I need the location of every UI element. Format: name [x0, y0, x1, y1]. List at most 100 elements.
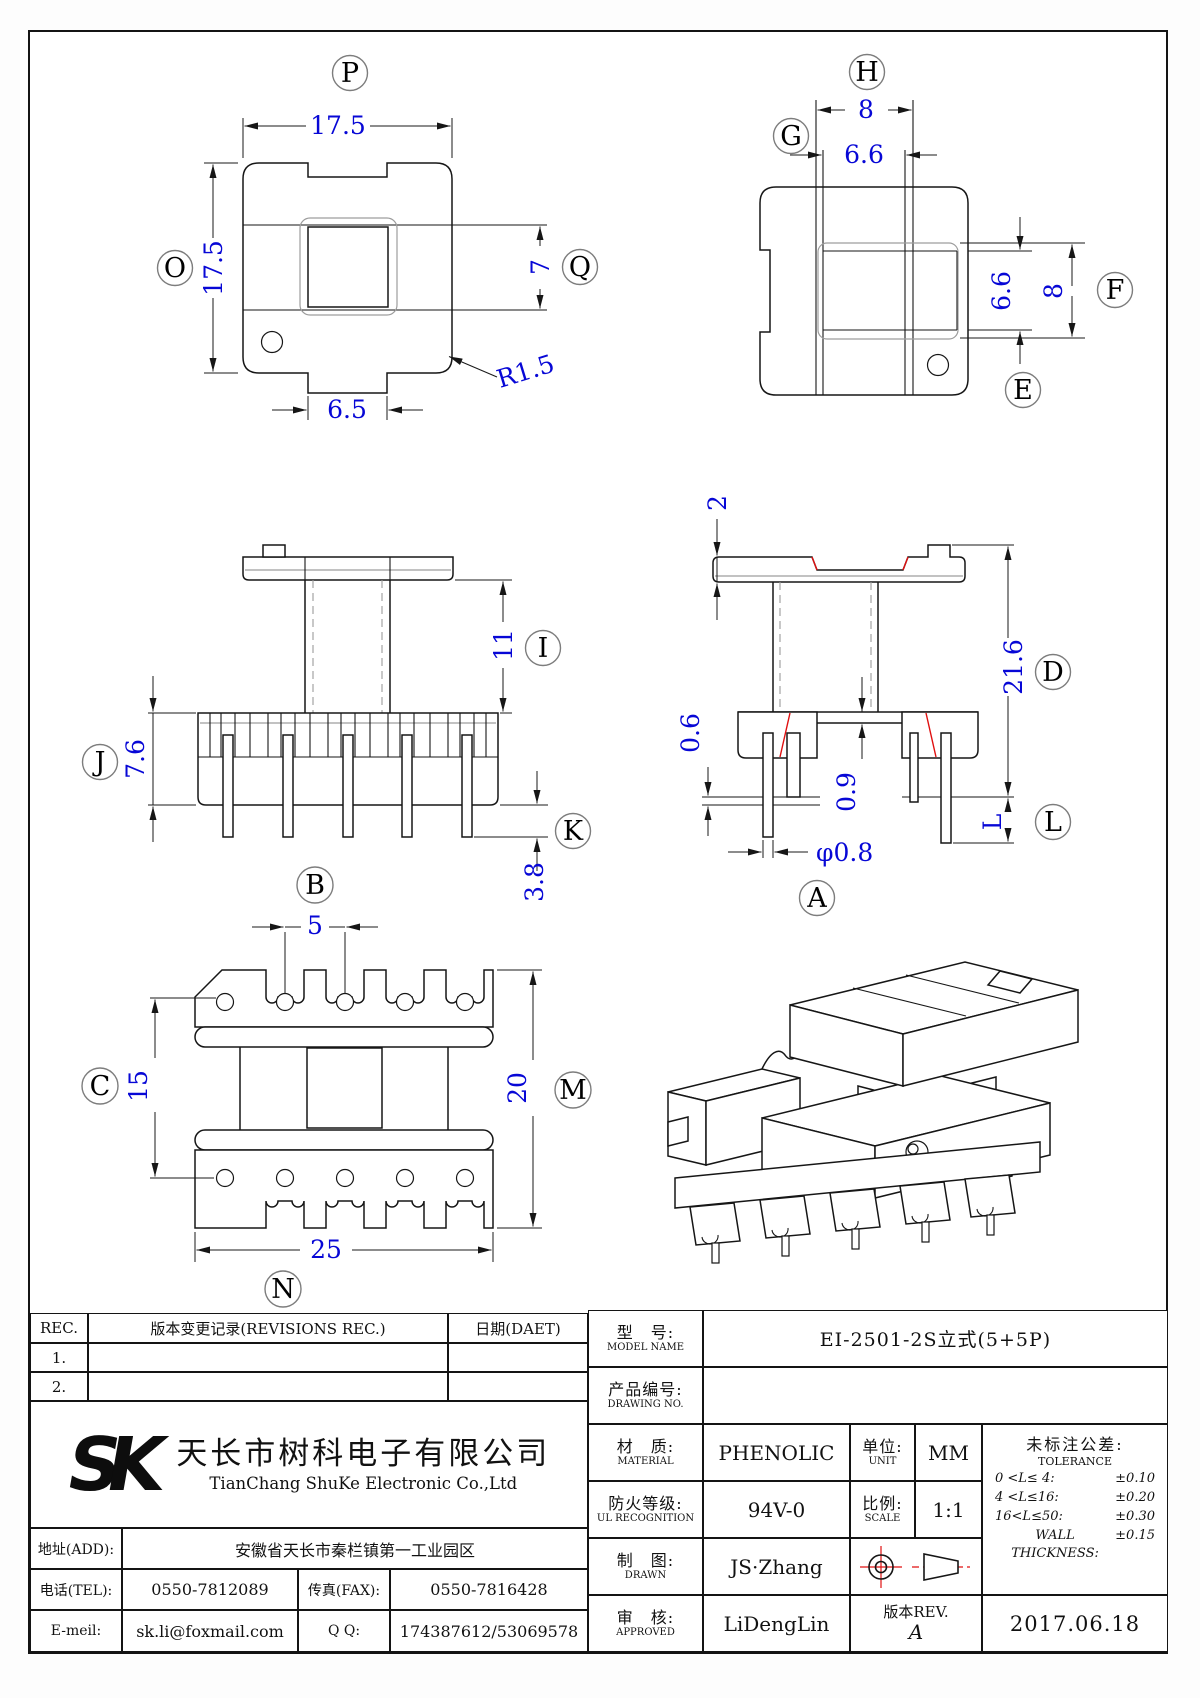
ul-label-cn: 防火等级: [608, 1493, 683, 1513]
drawn-label-cn: 制 图: [616, 1550, 675, 1570]
dim-tab: 6.5 [327, 395, 367, 424]
unit-value: MM [915, 1424, 982, 1481]
dim-pin-len-label: L [978, 814, 1007, 831]
drawn-label: 制 图: DRAWN [588, 1538, 703, 1595]
view-label-p: P [341, 58, 359, 89]
view-label-f: F [1106, 275, 1125, 306]
qq-value: 174387612/53069578 [390, 1610, 588, 1652]
dim-right-outer: 8 [1039, 283, 1068, 299]
company-name-cn: 天长市树科电子有限公司 [176, 1435, 551, 1472]
rev-col-rec: REC. [30, 1313, 88, 1343]
scale-label-cn: 比例: [862, 1493, 903, 1513]
tolerance-title-cn: 未标注公差: [1026, 1435, 1124, 1454]
view-label-c: C [90, 1071, 111, 1102]
view-label-o: O [164, 253, 186, 284]
approved-label: 审 核: APPROVED [588, 1595, 703, 1652]
scale-label-en: SCALE [864, 1512, 901, 1524]
view-label-q: Q [569, 252, 591, 283]
rev-row2-date [448, 1372, 588, 1401]
dim-base-h: 7.6 [121, 739, 150, 779]
drawing-no-label-cn: 产品编号: [608, 1379, 683, 1399]
view-label-n: N [271, 1274, 295, 1305]
view-label-g: G [780, 121, 802, 152]
view-top-right: 8 6.6 6.6 8 H G E F [759, 53, 1134, 409]
model-value: EI-2501-2S立式(5+5P) [703, 1310, 1168, 1367]
tel-label: 电话(TEL): [30, 1569, 122, 1610]
model-label-cn: 型 号: [616, 1322, 675, 1342]
dim-height: 17.5 [199, 240, 228, 296]
unit-label-en: UNIT [868, 1455, 897, 1467]
dim-window: 7 [526, 259, 555, 275]
rev-row1-no: 1. [30, 1343, 88, 1372]
rev-col-desc: 版本变更记录(REVISIONS REC.) [88, 1313, 448, 1343]
dim-body-w: 20 [503, 1072, 532, 1104]
company-logo: SK [60, 1421, 158, 1508]
dim-row-span: 15 [124, 1070, 153, 1102]
view-label-e: E [1013, 375, 1033, 406]
projection-symbol-cell [850, 1538, 982, 1595]
dim-right-inner: 6.6 [987, 271, 1016, 311]
dim-top-outer: 8 [858, 95, 874, 124]
fax-label: 传真(FAX): [298, 1569, 390, 1610]
email-label: E-meil: [30, 1610, 122, 1652]
drawn-value: JS·Zhang [703, 1538, 850, 1595]
tol-value-3: ±0.15 [1115, 1527, 1155, 1543]
unit-label-cn: 单位: [862, 1436, 903, 1456]
drawing-no-label-en: DRAWING NO. [607, 1398, 684, 1410]
material-label: 材 质: MATERIAL [588, 1424, 703, 1481]
rev-col-date: 日期(DAET) [448, 1313, 588, 1343]
material-label-en: MATERIAL [617, 1455, 674, 1467]
rev-row1-desc [88, 1343, 448, 1372]
ul-label: 防火等级: UL RECOGNITION [588, 1481, 703, 1538]
date-value: 2017.06.18 [982, 1595, 1168, 1652]
fax-value: 0550-7816428 [390, 1569, 588, 1610]
tolerance-row: 4 <L≤16:±0.20 [991, 1489, 1159, 1508]
dim-flange-t: 2 [703, 495, 732, 511]
dim-pitch: 5 [307, 911, 323, 940]
dim-overall-w: 25 [310, 1235, 342, 1264]
addr-label: 地址(ADD): [30, 1528, 122, 1569]
rev-cell: 版本REV. A [850, 1595, 982, 1652]
tolerance-row: 0 <L≤ 4:±0.10 [991, 1470, 1159, 1489]
tolerance-cell: 未标注公差: TOLERANCE 0 <L≤ 4:±0.10 4 <L≤16:±… [982, 1424, 1168, 1595]
scale-label: 比例: SCALE [850, 1481, 915, 1538]
material-label-cn: 材 质: [616, 1436, 675, 1456]
approved-value: LiDengLin [703, 1595, 850, 1652]
tol-range-3: WALL THICKNESS: [1011, 1527, 1099, 1562]
tol-range-2: 16<L≤50: [995, 1508, 1063, 1524]
dim-column-h: 11 [489, 629, 518, 661]
comb-teeth-lines [209, 713, 487, 757]
drawn-label-en: DRAWN [624, 1569, 667, 1581]
dim-total-h: 21.6 [999, 639, 1028, 695]
unit-label: 单位: UNIT [850, 1424, 915, 1481]
model-label-en: MODEL NAME [606, 1341, 685, 1353]
view-label-i: I [538, 633, 549, 664]
tol-value-2: ±0.30 [1115, 1508, 1155, 1524]
company-block: SK 天长市树科电子有限公司 TianChang ShuKe Electroni… [30, 1401, 588, 1528]
tolerance-row: 16<L≤50: ±0.30 [991, 1508, 1159, 1527]
drawing-no-value [703, 1367, 1168, 1424]
company-name-en: TianChang ShuKe Electronic Co.,Ltd [209, 1473, 518, 1493]
addr-value: 安徽省天长市秦栏镇第一工业园区 [122, 1528, 588, 1569]
tol-value-0: ±0.10 [1115, 1471, 1155, 1486]
view-label-j: J [92, 747, 106, 778]
rev-row1-date [448, 1343, 588, 1372]
view-label-m: M [559, 1075, 587, 1106]
ul-value: 94V-0 [703, 1481, 850, 1538]
view-plan: 5 15 20 25 B C M N [81, 866, 592, 1308]
approved-label-en: APPROVED [616, 1626, 675, 1638]
tel-value: 0550-7812089 [122, 1569, 298, 1610]
model-label: 型 号: MODEL NAME [588, 1310, 703, 1367]
view-top-left: 17.5 17.5 7 6.5 R1.5 P O Q [156, 54, 599, 424]
rev-row2-desc [88, 1372, 448, 1401]
projection-symbol [860, 1545, 970, 1588]
view-label-l: L [1044, 807, 1062, 838]
drawing-no-label: 产品编号: DRAWING NO. [588, 1367, 703, 1424]
rev-row2-no: 2. [30, 1372, 88, 1401]
view-isometric [667, 961, 1079, 1264]
rev-label: 版本REV. [883, 1603, 949, 1622]
view-label-h: H [855, 57, 879, 88]
view-front: 11 7.6 3.8 I J K [81, 544, 592, 902]
view-label-k: K [563, 816, 584, 847]
